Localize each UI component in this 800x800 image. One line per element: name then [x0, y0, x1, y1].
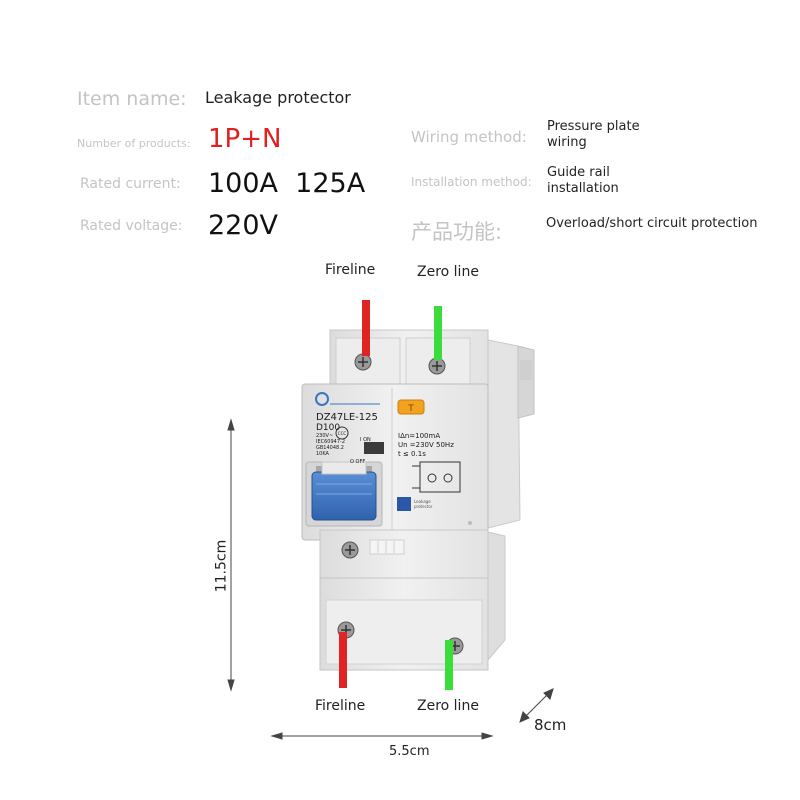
device-small-line-3: GB14048.2	[316, 445, 344, 451]
wires	[339, 300, 453, 690]
zeroline-bottom-label: Zero line	[417, 698, 479, 714]
width-dimension-arrow	[270, 732, 494, 740]
zeroline-top-label: Zero line	[417, 264, 479, 280]
breaker-side	[487, 339, 535, 662]
circuit-schematic-icon	[412, 461, 461, 493]
wiring-method-value-line1: Pressure plate	[547, 119, 640, 134]
fire-wire-top	[362, 300, 370, 356]
product-function-value: Overload/short circuit protection	[546, 216, 758, 231]
wiring-method-value: Pressure plate wiring	[547, 119, 640, 151]
device-small-line-4: 10KA	[316, 451, 330, 457]
device-on-label: I ON	[360, 437, 371, 443]
toggle-handle[interactable]	[305, 461, 383, 527]
rated-current-value: 100A 125A	[208, 168, 366, 199]
device-spec-line-1: IΔn=100mA	[398, 432, 440, 440]
wiring-method-label: Wiring method:	[411, 128, 527, 146]
product-function-label: 产品功能:	[411, 220, 503, 244]
device-rating: D100	[316, 423, 340, 433]
brand-logo-icon	[315, 392, 329, 406]
indicator-window	[364, 442, 384, 454]
depth-dimension-arrow	[519, 688, 554, 723]
installation-method-value-line1: Guide rail	[547, 165, 610, 180]
top-terminal-block	[329, 329, 489, 389]
number-of-products-label: Number of products:	[77, 137, 191, 150]
device-model: DZ47LE-125	[316, 412, 378, 423]
height-dimension-arrow	[227, 418, 235, 692]
test-button-label: T	[407, 404, 414, 414]
item-name-label: Item name:	[77, 88, 187, 110]
ccc-cert-icon	[335, 426, 349, 440]
blue-badge-icon	[397, 497, 411, 511]
number-of-products-value: 1P+N	[208, 124, 282, 154]
device-off-label: O OFF	[350, 459, 365, 465]
test-button[interactable]	[397, 399, 425, 415]
fireline-bottom-label: Fireline	[315, 698, 366, 714]
wiring-method-value-line2: wiring	[547, 135, 587, 150]
device-badge-line-2: protector	[414, 504, 433, 509]
depth-dimension-label: 8cm	[534, 716, 567, 734]
device-small-line-2: IEC60947-2	[316, 439, 345, 445]
rated-current-label: Rated current:	[80, 176, 181, 192]
fireline-top-label: Fireline	[325, 262, 376, 278]
zero-wire-top	[434, 306, 442, 360]
width-dimension-label: 5.5cm	[389, 744, 430, 759]
device-spec-line-2: Un =230V 50Hz	[398, 441, 454, 449]
installation-method-value-line2: installation	[547, 181, 619, 196]
item-name-value: Leakage protector	[205, 88, 351, 107]
device-spec-line-3: t ≤ 0.1s	[398, 450, 426, 458]
rated-voltage-label: Rated voltage:	[80, 218, 183, 234]
installation-method-value: Guide rail installation	[547, 165, 619, 197]
zero-wire-bottom	[445, 640, 453, 690]
device-small-line-1: 230V~	[316, 433, 333, 439]
installation-method-label: Installation method:	[411, 175, 532, 189]
fire-wire-bottom	[339, 632, 347, 688]
rated-voltage-value: 220V	[208, 210, 279, 241]
ccc-cert-label: CCC	[338, 431, 347, 436]
device-badge-line-1: Leakage	[414, 499, 431, 504]
